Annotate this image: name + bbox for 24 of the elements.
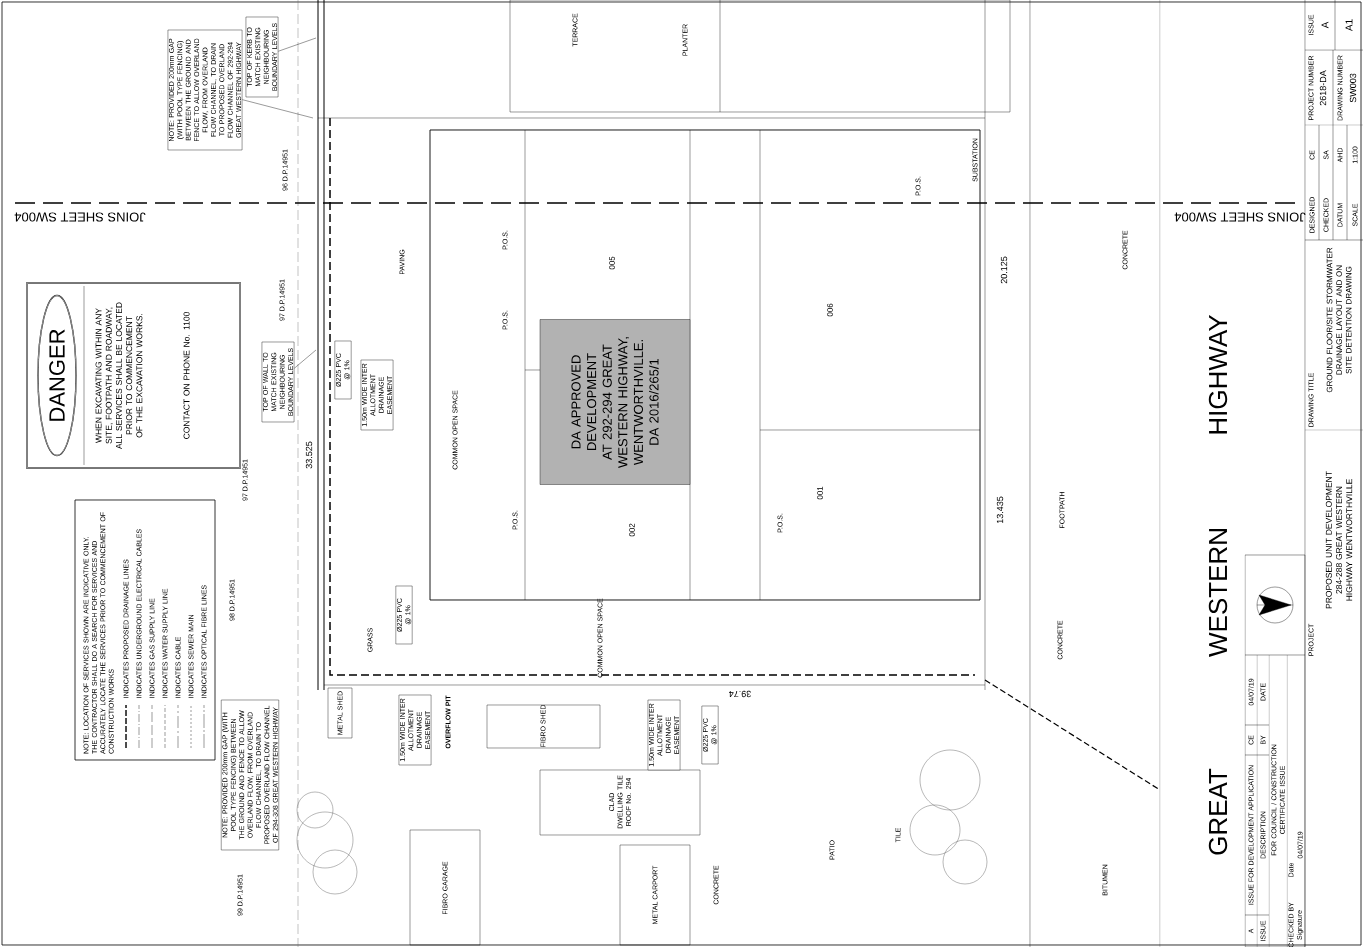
title-block-text: GROUND FLOOR/SITE STORMWATER DRAINAGE LAYOUT AND ON SITE DETENTION DRAWING <box>1326 247 1352 393</box>
leader-line <box>294 349 317 369</box>
unit-number: 006 <box>827 303 833 317</box>
match-line-note: JOINS SHEET SW004 <box>1174 212 1306 222</box>
unit-number: 001 <box>817 486 823 500</box>
match-line-note: JOINS SHEET SW004 <box>14 212 146 222</box>
warning-sign: DANGER WHEN EXCAVATING WITHIN ANY SITE, FOOTPATH AND ROADWAY, ALL SERVICES SHALL BE LOCATED PRIOR TO COMMENCEMENT OF THE EXCAVATION WORKS. CONTACT ON PHONE No. 1100 <box>26 282 241 469</box>
leader-line <box>278 37 317 52</box>
title-block-text: 2618-DA <box>1319 70 1327 106</box>
title-block-text: A <box>1321 21 1329 29</box>
street-name: GREAT <box>1208 768 1228 855</box>
title-block-text: PROPOSED UNIT DEVELOPMENT 284-288 GREAT WESTERN HIGHWAY WENTWORTHVILLE <box>1325 471 1353 609</box>
dimension-text: 33.525 <box>305 441 313 469</box>
dimension-text: 13.435 <box>996 496 1004 524</box>
title-block-text: A1 <box>1345 19 1353 32</box>
dimension-text: 39.74 <box>729 690 751 698</box>
dimension-text: 20.125 <box>1000 256 1008 284</box>
unit-number: 005 <box>609 256 615 270</box>
street-name: WESTERN <box>1208 529 1228 657</box>
leader-line <box>242 99 314 119</box>
title-block-text: SW003 <box>1349 73 1357 103</box>
street-name: HIGHWAY <box>1208 314 1228 434</box>
unit-number: 002 <box>629 523 635 537</box>
approval-stamp: DA APPROVED DEVELOPMENT AT 292-294 GREAT WESTERN HIGHWAY, WENTWORTHVILLE. DA 2016/265/1 <box>539 319 691 485</box>
